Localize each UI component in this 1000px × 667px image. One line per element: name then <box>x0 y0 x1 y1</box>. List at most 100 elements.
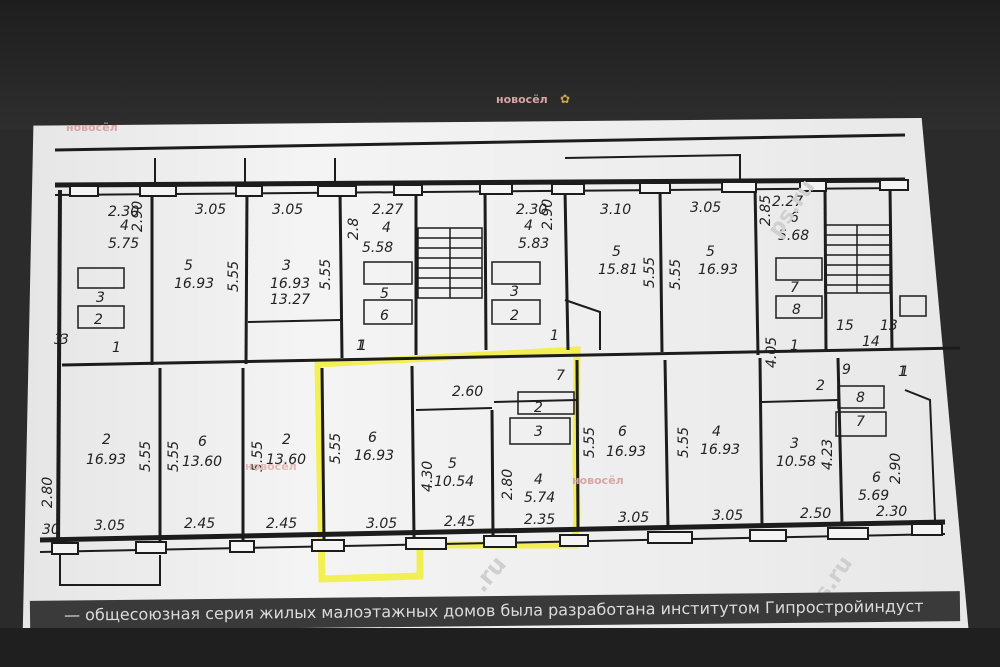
dim-label: 3.05 <box>195 202 226 218</box>
room-number-label: 8 <box>856 390 865 406</box>
room-number-label: 2 <box>94 312 103 328</box>
brand-logo-icon: ✿ <box>560 92 571 106</box>
dim-label: 2.90 <box>888 453 904 484</box>
area-label: 13.60 <box>266 452 306 468</box>
dim-label: 5.55 <box>250 441 266 472</box>
room-number-label: 1 <box>900 364 909 380</box>
area-label: 16.93 <box>354 448 394 464</box>
room-number-label: 1 <box>790 338 799 354</box>
area-label: 16.93 <box>174 276 214 292</box>
dim-label: 5.55 <box>676 427 692 458</box>
room-number-label: 3 <box>510 284 519 300</box>
dim-label: 3.10 <box>600 202 631 218</box>
dim-label: 5.55 <box>166 441 182 472</box>
dim-label: 2.30 <box>876 504 907 520</box>
dark-background <box>0 0 1000 130</box>
room-number-label: 8 <box>792 302 801 318</box>
room-number-label: 1 <box>550 328 559 344</box>
dim-label: 4.30 <box>420 461 436 492</box>
room-number-label: 4 <box>534 472 543 488</box>
dim-label: 5.55 <box>582 427 598 458</box>
area-label: 5.83 <box>518 236 549 252</box>
room-number-label: 4 <box>712 424 721 440</box>
dim-label: 3.05 <box>272 202 303 218</box>
dim-label: 2.45 <box>444 514 475 530</box>
room-number-label: 1 <box>356 338 365 354</box>
dim-label: 3.05 <box>366 516 397 532</box>
area-label: 16.93 <box>700 442 740 458</box>
room-number-label: 6 <box>198 434 207 450</box>
area-label: 5.74 <box>524 490 555 506</box>
room-number-label: 6 <box>368 430 377 446</box>
brand-watermark-top: новосёл <box>496 93 548 106</box>
dim-label: 5.55 <box>318 259 334 290</box>
room-number-label: 7 <box>556 368 565 384</box>
room-number-label: 3 <box>54 332 63 348</box>
area-label: 10.58 <box>776 454 816 470</box>
dark-foreground <box>0 628 1000 667</box>
room-number-label: 6 <box>790 210 799 226</box>
room-number-label: 14 <box>862 334 880 350</box>
room-number-label: 4 <box>382 220 391 236</box>
dim-label: 5.55 <box>226 261 242 292</box>
stairwell-icon <box>417 224 891 299</box>
room-number-label: 3 <box>282 258 291 274</box>
room-number-label: 1 <box>358 338 367 354</box>
dim-label: 4.05 <box>764 337 780 368</box>
room-number-label: 2 <box>102 432 111 448</box>
room-number-label: 7 <box>790 280 799 296</box>
dim-label: 2.90 <box>130 201 146 232</box>
dim-label: 2.90 <box>540 199 556 230</box>
area-label: 5.58 <box>362 240 393 256</box>
dim-label: 2.50 <box>800 506 831 522</box>
area-label: 5.69 <box>858 488 889 504</box>
dim-label: 2.80 <box>500 469 516 500</box>
room-number-label: 15 <box>836 318 854 334</box>
dim-label: 2.80 <box>40 477 56 508</box>
dim-label: 2.8 <box>346 218 362 240</box>
room-number-label: 5 <box>448 456 457 472</box>
room-number-label: 6 <box>380 308 389 324</box>
room-number-label: 3 <box>790 436 799 452</box>
brand-watermark-paper: новосёл <box>66 121 118 134</box>
dim-label: 2.27 <box>372 202 403 218</box>
dim-label: 2.30 <box>108 204 139 220</box>
room-number-label: 6 <box>618 424 627 440</box>
room-number-label: 9 <box>842 362 851 378</box>
room-number-label: 13 <box>880 318 898 334</box>
room-number-label: 3 <box>534 424 543 440</box>
dim-label: 5.55 <box>642 257 658 288</box>
room-number-label: 1 <box>898 364 907 380</box>
dim-label: 2.27 <box>772 194 803 210</box>
area-label: 5.68 <box>778 228 809 244</box>
dim-label: 2.60 <box>452 384 483 400</box>
area-label: 13.27 <box>270 292 310 308</box>
dim-label: 3.05 <box>94 518 125 534</box>
windows <box>51 179 943 555</box>
area-label: 5.75 <box>108 236 139 252</box>
paper-sheet <box>22 118 972 667</box>
dim-label: 2.30 <box>516 202 547 218</box>
area-label: 10.54 <box>434 474 474 490</box>
room-number-label: 4 <box>120 218 129 234</box>
area-label: 13.60 <box>182 454 222 470</box>
brand-watermark-mid: новосёл <box>572 474 624 487</box>
area-label: 16.93 <box>698 262 738 278</box>
room-number-label: 3 <box>96 290 105 306</box>
dim-label: 2.45 <box>184 516 215 532</box>
dim-label: 2.45 <box>266 516 297 532</box>
room-number-label: 4 <box>524 218 533 234</box>
area-label: 16.93 <box>606 444 646 460</box>
room-number-label: 6 <box>872 470 881 486</box>
room-labels: 2.30 4 2.90 5.75 3.05 5 16.93 5.55 3.05 … <box>40 194 909 538</box>
area-label: 16.93 <box>270 276 310 292</box>
dim-label: 3.05 <box>712 508 743 524</box>
room-number-label: 5 <box>184 258 193 274</box>
room-number-label: 5 <box>612 244 621 260</box>
dim-label: 5.55 <box>668 259 684 290</box>
room-number-label: 7 <box>856 414 865 430</box>
dim-label: 2.35 <box>524 512 555 528</box>
area-label: 16.93 <box>86 452 126 468</box>
dim-label: 30 <box>42 522 60 538</box>
